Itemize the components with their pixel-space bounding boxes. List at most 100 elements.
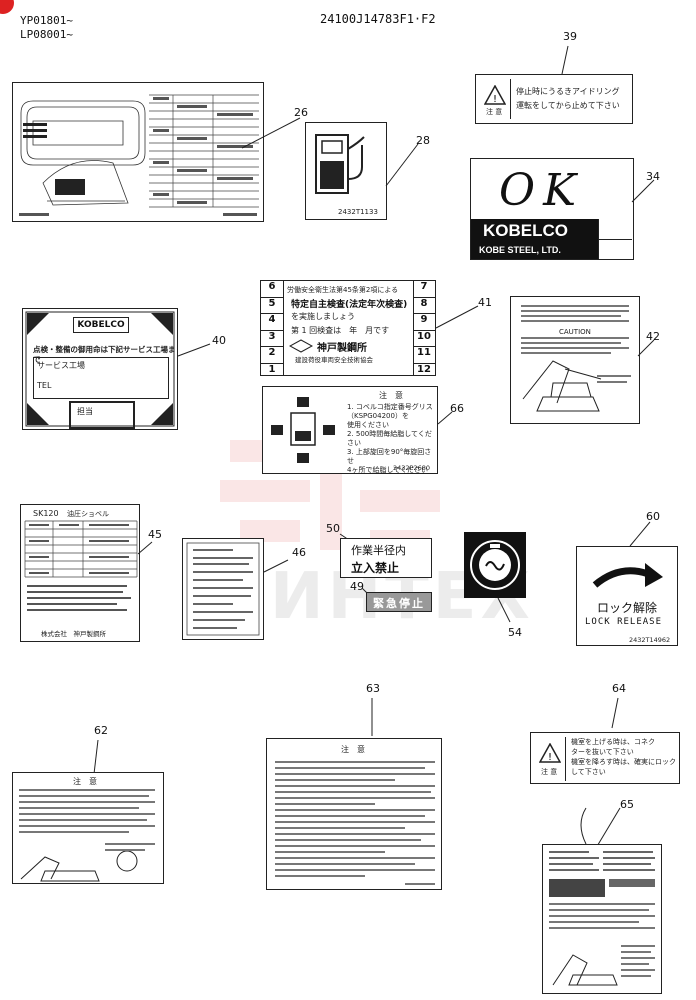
decal-34-brand-bar <box>471 219 598 259</box>
decal-60-code: 2432T14962 <box>629 636 671 644</box>
decal-41-right-numbers: 7 8 9 10 11 12 <box>413 281 435 380</box>
leader-66 <box>437 411 453 425</box>
leader-42 <box>637 339 655 357</box>
leader-65 <box>580 807 621 849</box>
decal-41-inspection: 6 5 4 3 2 1 7 8 9 10 11 12 労働安全衛生法第45条第2… <box>260 280 436 376</box>
decal-64-cab-warning: ! 注 意 機室を上げる時は、コネク ターを抜いて下さい 機室を降ろす時は、確実… <box>530 732 680 784</box>
decal-40-frame <box>25 311 175 427</box>
decal-42-drawing <box>521 305 631 412</box>
callout-45: 45 <box>148 528 162 541</box>
decal-45-model: SK120 <box>33 509 59 518</box>
leader-45 <box>137 541 153 555</box>
grease-points-diagram <box>271 397 335 463</box>
decal-34-subtitle: KOBE STEEL, LTD. <box>479 245 561 255</box>
decal-42-title: CAUTION <box>559 328 591 336</box>
decal-64-side-label: 注 意 <box>541 768 558 776</box>
callout-65: 65 <box>620 798 634 811</box>
document-code: 24100J14783F1·F2 <box>320 12 436 26</box>
leader-54 <box>497 597 511 623</box>
decal-41-line2: 特定自主検査(法定年次検査) <box>291 300 408 310</box>
warning-triangle-icon: ! <box>484 85 506 105</box>
decal-40-row1: サービス工場 <box>37 361 85 370</box>
decal-66-code: 2432P2680 <box>393 464 431 472</box>
diamond-logo-icon <box>289 339 313 353</box>
decal-63-title: 注 意 <box>341 745 365 754</box>
emblem-seal-icon <box>470 540 520 590</box>
decal-41-left-numbers: 6 5 4 3 2 1 <box>261 281 283 380</box>
leader-26 <box>241 117 301 149</box>
decal-50-keep-out: 作業半径内 立入禁止 <box>340 538 432 578</box>
curved-arrow-icon <box>592 563 663 588</box>
decal-54-emblem <box>464 532 526 598</box>
leader-41 <box>435 305 479 329</box>
decal-60-jp: ロック解除 <box>597 601 658 615</box>
corner-badge <box>0 0 14 14</box>
decal-40-row3: 担当 <box>77 407 93 416</box>
leader-28 <box>385 143 419 187</box>
serial-range-1: YP01801~ <box>20 14 73 27</box>
callout-39: 39 <box>563 30 577 43</box>
decal-28-fuel: 2432T1133 <box>305 122 387 220</box>
callout-34: 34 <box>646 170 660 183</box>
spec-plate-drawing <box>19 94 259 216</box>
decal-40-service: KOBELCO 点検・整備の御用命は下記サービス工場まで サービス工場 TEL … <box>22 308 178 430</box>
decal-39-text-2: 運転をしてから止めて下さい <box>516 101 620 110</box>
callout-26: 26 <box>294 106 308 119</box>
decal-49-emergency: 緊急停止 <box>366 592 432 612</box>
warning-triangle-icon: ! <box>539 743 561 763</box>
fuel-pump-icon <box>315 134 365 194</box>
callout-41: 41 <box>478 296 492 309</box>
decal-41-assoc: 建設荷役車両安全技術協会 <box>295 356 373 364</box>
decal-45-type: 油圧ショベル <box>67 510 109 518</box>
leader-46 <box>263 559 289 573</box>
decal-50-line2: 立入禁止 <box>351 561 400 575</box>
leader-60 <box>629 521 651 547</box>
decal-64-text: 機室を上げる時は、コネク ターを抜いて下さい 機室を降ろす時は、確実にロック し… <box>571 738 676 776</box>
decal-65-manual-sheet <box>542 844 662 994</box>
callout-42: 42 <box>646 330 660 343</box>
decal-45-table <box>24 520 138 611</box>
decal-39-text-1: 停止時にうるきアイドリング <box>516 87 620 96</box>
decal-66-title: 注 意 <box>379 391 403 400</box>
decal-62-content <box>19 789 155 882</box>
decal-40-line: 点検・整備の御用命は下記サービス工場まで <box>33 345 176 364</box>
decal-26-spec-plate <box>12 82 264 222</box>
callout-66: 66 <box>450 402 464 415</box>
callout-60: 60 <box>646 510 660 523</box>
leader-39 <box>561 45 569 75</box>
decal-41-line1: 労働安全衛生法第45条第2項による <box>287 286 399 294</box>
decal-42-caution-diagram: CAUTION <box>510 296 640 424</box>
decal-66-text: 1. コベルコ指定番号グリス （KSPG04200）を 使用ください 2. 50… <box>347 403 433 474</box>
decal-46-content <box>186 542 260 636</box>
svg-text:!: ! <box>493 94 497 105</box>
callout-49: 49 <box>350 580 364 593</box>
decal-62-caution: 注 意 <box>12 772 164 884</box>
leader-62 <box>93 739 99 775</box>
decal-41-line3: を実施しましょう <box>291 312 355 321</box>
decal-50-line1: 作業半径内 <box>351 544 406 557</box>
decal-41-maker: 神戸製鋼所 <box>317 343 367 354</box>
decal-39-side-label: 注 意 <box>486 108 503 116</box>
decal-63-caution-text: 注 意 <box>266 738 442 890</box>
decal-63-content <box>275 761 435 885</box>
decal-45-nameplate: SK120 油圧ショベル 株式会社 神戸製鋼所 <box>20 504 140 642</box>
callout-28: 28 <box>416 134 430 147</box>
decal-34-handwriting: OK <box>499 165 584 216</box>
decal-46-notice <box>182 538 264 640</box>
callout-46: 46 <box>292 546 306 559</box>
serial-range-2: LP08001~ <box>20 28 73 41</box>
decal-40-row2: TEL <box>37 381 52 390</box>
callout-63: 63 <box>366 682 380 695</box>
decal-39-idle-warning: ! 注 意 停止時にうるきアイドリング 運転をしてから止めて下さい <box>475 74 633 124</box>
callout-64: 64 <box>612 682 626 695</box>
callout-54: 54 <box>508 626 522 639</box>
leader-63 <box>371 698 373 736</box>
decal-66-grease: 注 意 1. コベルコ指定番号グリス （KSPG04200）を 使用ください 2… <box>262 386 438 474</box>
decal-45-maker: 株式会社 神戸製鋼所 <box>41 630 106 638</box>
decal-40-brand: KOBELCO <box>73 317 129 333</box>
callout-50: 50 <box>326 522 340 535</box>
decal-60-lock-release: ロック解除 LOCK RELEASE 2432T14962 <box>576 546 678 646</box>
callout-40: 40 <box>212 334 226 347</box>
decal-60-en: LOCK RELEASE <box>585 617 663 627</box>
callout-62: 62 <box>94 724 108 737</box>
